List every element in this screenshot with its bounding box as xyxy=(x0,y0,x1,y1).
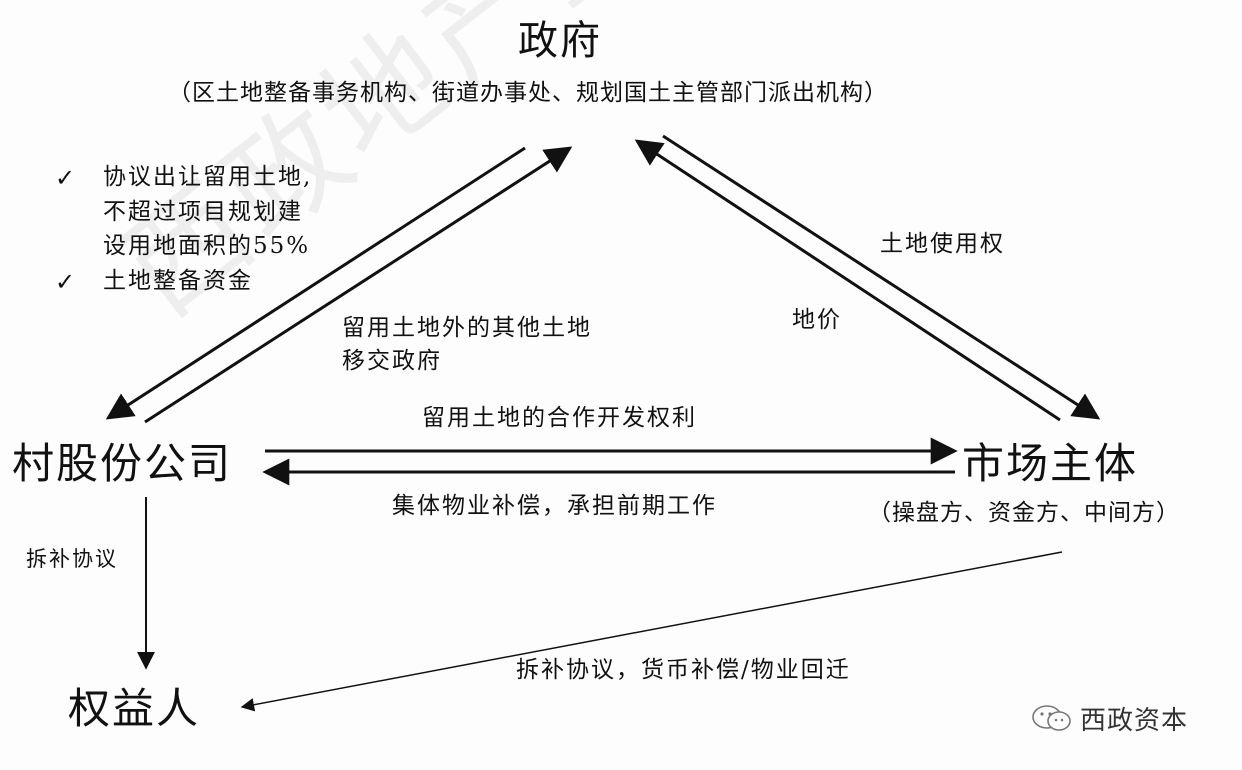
label-village-to-market: 留用土地的合作开发权利 xyxy=(422,405,697,431)
label-line: 移交政府 xyxy=(342,348,442,375)
check-icon: ✓ xyxy=(55,164,78,192)
checklist-item: ✓ 土地整备资金 xyxy=(55,264,375,299)
arrow-gov-to-market xyxy=(662,134,1101,420)
arrow-market-to-gov xyxy=(634,139,1061,422)
node-government-subtitle: （区土地整备事务机构、街道办事处、规划国土主管部门派出机构） xyxy=(168,80,888,106)
label-market-to-village: 集体物业补偿，承担前期工作 xyxy=(392,493,717,519)
node-rights-holder: 权益人 xyxy=(68,684,201,733)
label-line: 留用土地外的其他土地 xyxy=(342,315,592,341)
label-village-to-gov: 留用土地外的其他土地 移交政府 xyxy=(342,312,592,379)
wechat-icon xyxy=(1032,705,1071,731)
benefits-checklist: ✓ 协议出让留用土地, 不超过项目规划建 设用地面积的55% ✓ 土地整备资金 xyxy=(55,160,375,298)
node-market-entity-title: 市场主体 xyxy=(962,439,1139,488)
node-government-title: 政府 xyxy=(518,18,602,64)
checklist-item-line: 土地整备资金 xyxy=(103,267,253,294)
label-village-to-rights: 拆补协议 xyxy=(26,547,118,571)
label-gov-to-market: 土地使用权 xyxy=(880,231,1005,257)
label-market-to-gov: 地价 xyxy=(792,307,842,333)
node-market-entity-subtitle: （操盘方、资金方、中间方） xyxy=(868,500,1180,526)
checklist-item: ✓ 协议出让留用土地, 不超过项目规划建 设用地面积的55% xyxy=(55,160,375,264)
label-market-to-rights: 拆补协议，货币补偿/物业回迁 xyxy=(516,657,851,683)
node-village-company: 村股份公司 xyxy=(12,439,233,488)
checklist-item-line: 不超过项目规划建 xyxy=(103,198,303,225)
check-icon: ✓ xyxy=(55,267,78,296)
checklist-item-line: 设用地面积的55% xyxy=(103,233,311,259)
checklist-item-line: 协议出让留用土地, xyxy=(103,164,313,190)
brand-logo: 西政资本 xyxy=(1030,700,1188,736)
brand-logo-text: 西政资本 xyxy=(1080,705,1189,736)
